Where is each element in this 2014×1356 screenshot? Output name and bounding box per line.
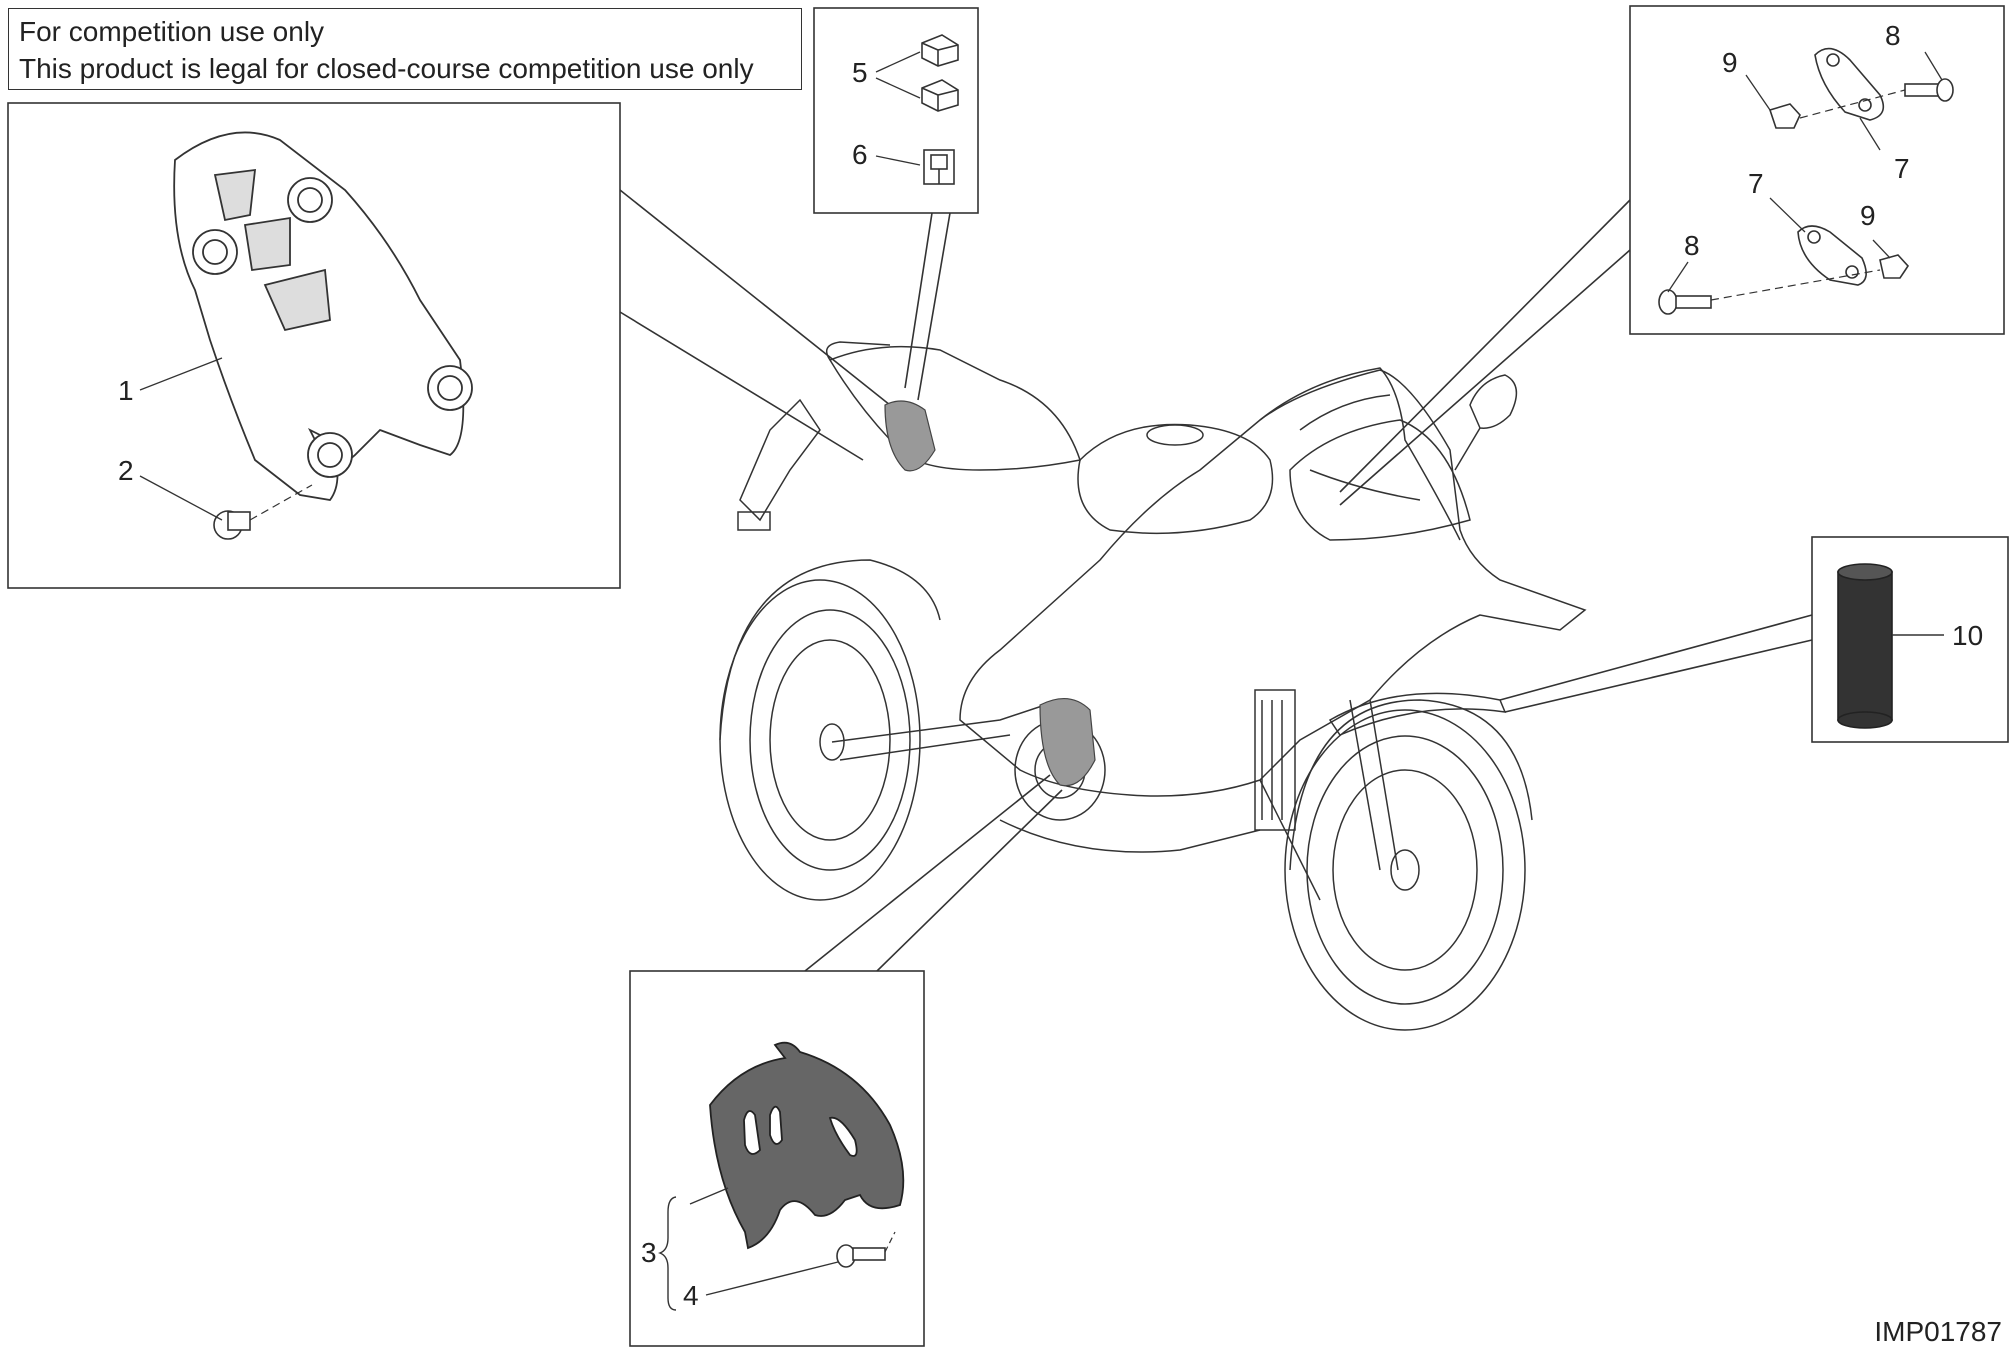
callout-2: 2 [118, 455, 134, 486]
detail-box-seat-cover [7, 102, 621, 589]
sprocket-cover-part-3 [709, 1041, 905, 1250]
plate-part-7-upper [1814, 47, 1885, 121]
notice-line-2: This product is legal for closed-course … [19, 53, 754, 84]
bolt-part-4 [836, 1244, 886, 1268]
zoom-line-d2 [1504, 639, 1813, 713]
connector-part-6 [923, 149, 955, 185]
callout-4: 4 [683, 1280, 699, 1311]
detail-box-plates [1629, 5, 2005, 335]
callout-7-lower: 7 [1748, 168, 1764, 199]
zoom-line-c2 [1339, 249, 1631, 506]
nut-part-9-upper [1768, 103, 1801, 129]
competition-notice: For competition use only This product is… [8, 8, 802, 90]
zoom-line-b2 [917, 212, 951, 401]
callout-8-upper: 8 [1885, 20, 1901, 51]
zoom-line-b1 [904, 212, 933, 389]
callout-8-lower: 8 [1684, 230, 1700, 261]
plate-part-7-lower [1797, 225, 1867, 286]
highlight-sprocket-area [1039, 698, 1096, 787]
seat-cowl-part [173, 131, 473, 501]
motorcycle-illustration [719, 341, 1587, 1031]
zoom-line-c1 [1339, 199, 1631, 493]
callout-9-lower: 9 [1860, 200, 1876, 231]
callout-7-upper: 7 [1894, 153, 1910, 184]
reference-code: IMP01787 [1874, 1316, 2002, 1347]
zoom-line-e1 [804, 774, 1051, 972]
callout-1: 1 [118, 375, 134, 406]
bolt-part-8-lower [1658, 289, 1712, 315]
callout-10: 10 [1952, 620, 1983, 651]
detail-box-sleeve [1811, 536, 2009, 743]
notice-line-1: For competition use only [19, 16, 325, 47]
zoom-line-a2 [619, 311, 864, 461]
detail-box-caps [813, 7, 979, 214]
sleeve-part-10 [1837, 563, 1893, 729]
cap-parts-5 [921, 34, 959, 112]
callout-6: 6 [852, 139, 868, 170]
detail-box-sprocket-cover [629, 970, 925, 1347]
nut-part-9-lower [1879, 254, 1910, 279]
zoom-line-e2 [876, 789, 1063, 972]
screw-part-2 [213, 510, 251, 540]
callout-9-upper: 9 [1722, 47, 1738, 78]
callout-3: 3 [641, 1237, 657, 1268]
bolt-part-8-upper [1904, 78, 1954, 102]
highlight-seat-area [884, 400, 936, 472]
zoom-line-a1 [619, 189, 891, 406]
zoom-line-d1 [1499, 614, 1813, 701]
callout-5: 5 [852, 57, 868, 88]
